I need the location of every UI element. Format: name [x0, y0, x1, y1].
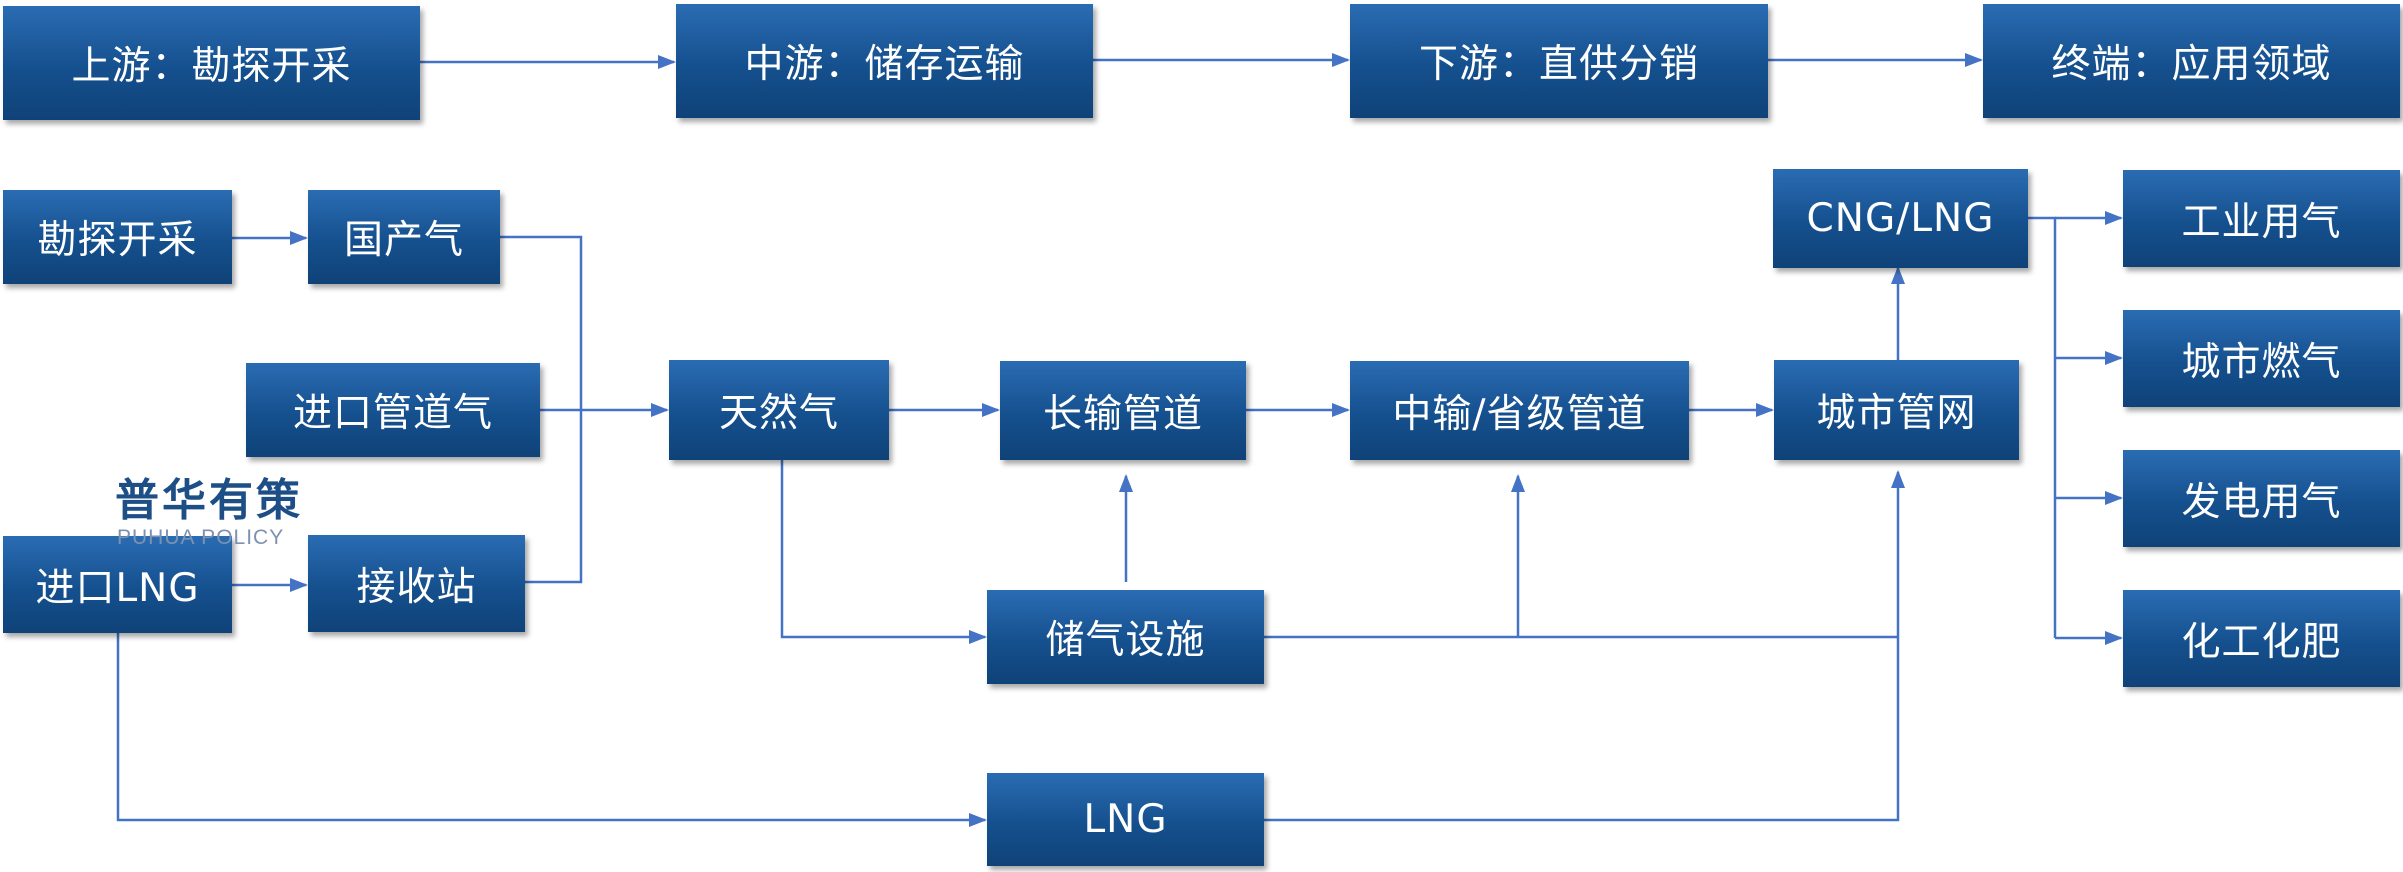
- mid-provincial-pipeline-box: 中输/省级管道: [1350, 361, 1689, 460]
- downstream-box: 下游：直供分销: [1350, 4, 1768, 118]
- city-network-box: 城市管网: [1774, 360, 2019, 460]
- application-city-gas-box: 城市燃气: [2123, 310, 2400, 407]
- arrow-naturalgas-storage: [780, 460, 987, 644]
- terminal-box: 终端：应用领域: [1983, 4, 2400, 118]
- arrow-importlng-lng: [116, 633, 987, 827]
- lng-box: LNG: [987, 773, 1264, 866]
- cng-lng-box: CNG/LNG: [1773, 169, 2028, 268]
- import-pipeline-gas-box: 进口管道气: [246, 363, 540, 457]
- natural-gas-box: 天然气: [669, 360, 889, 460]
- receiving-station-box: 接收站: [308, 535, 525, 632]
- import-lng-box: 进口LNG: [3, 536, 232, 633]
- storage-facility-box: 储气设施: [987, 590, 1264, 684]
- application-chemical-box: 化工化肥: [2123, 590, 2400, 687]
- application-power-box: 发电用气: [2123, 450, 2400, 547]
- long-distance-pipeline-box: 长输管道: [1000, 361, 1246, 460]
- application-industrial-box: 工业用气: [2123, 170, 2400, 267]
- domestic-gas-box: 国产气: [308, 190, 500, 284]
- upstream-box: 上游：勘探开采: [3, 6, 420, 120]
- midstream-box: 中游：储存运输: [676, 4, 1093, 118]
- line-cng-trunk: [2028, 216, 2057, 638]
- exploration-box: 勘探开采: [3, 190, 232, 284]
- arrow-lng-city: [1264, 470, 1905, 822]
